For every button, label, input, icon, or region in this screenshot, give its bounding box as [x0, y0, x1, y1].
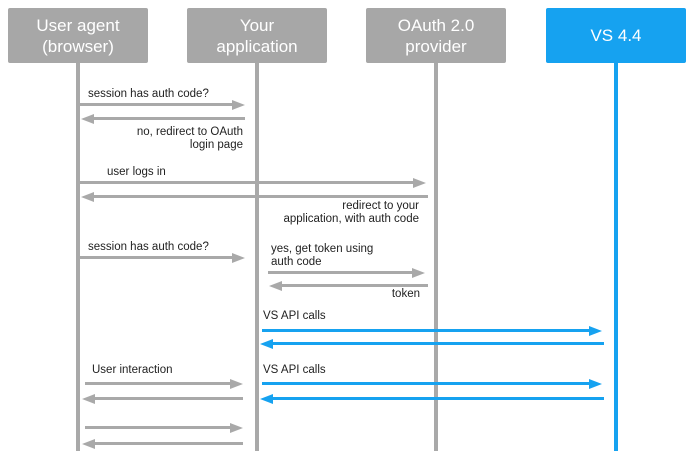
message-line-oauth-provider-to-your-application — [279, 284, 428, 287]
message-label: session has auth code? — [88, 241, 209, 253]
message-line-your-application-to-vs-44 — [262, 382, 592, 385]
message-line-your-application-to-oauth-provider — [268, 271, 415, 274]
arrowhead-icon — [81, 191, 94, 202]
arrowhead-icon — [412, 267, 425, 278]
arrowhead-icon — [82, 393, 95, 404]
message-line-vs-44-to-your-application — [270, 397, 604, 400]
message-label: VS API calls — [263, 364, 326, 376]
lifeline-your-application — [255, 63, 259, 451]
actor-label-oauth-provider: OAuth 2.0 provider — [397, 15, 475, 56]
actor-label-vs-44: VS 4.4 — [590, 26, 642, 45]
arrowhead-icon — [232, 99, 245, 110]
message-line-oauth-provider-to-user-agent — [91, 195, 428, 198]
message-label: redirect to your application, with auth … — [283, 200, 419, 225]
message-line-vs-44-to-your-application — [270, 342, 604, 345]
actor-box-user-agent: User agent (browser) — [8, 8, 148, 63]
lifeline-user-agent — [76, 63, 80, 451]
actor-label-user-agent: User agent (browser) — [36, 15, 120, 56]
arrowhead-icon — [260, 338, 273, 349]
message-line-user-agent-to-your-application — [85, 382, 233, 385]
message-line-your-application-to-user-agent — [92, 442, 243, 445]
arrowhead-icon — [260, 393, 273, 404]
message-line-user-agent-to-your-application — [80, 256, 235, 259]
message-label: no, redirect to OAuth login page — [136, 126, 243, 151]
message-label: session has auth code? — [88, 88, 209, 100]
arrowhead-icon — [82, 438, 95, 449]
message-line-your-application-to-user-agent — [92, 397, 243, 400]
arrowhead-icon — [413, 177, 426, 188]
actor-box-vs-44: VS 4.4 — [546, 8, 686, 63]
lifeline-oauth-provider — [434, 63, 438, 451]
actor-box-oauth-provider: OAuth 2.0 provider — [366, 8, 506, 63]
lifeline-vs-44 — [614, 63, 618, 451]
arrowhead-icon — [589, 325, 602, 336]
message-line-user-agent-to-your-application — [85, 426, 233, 429]
message-label: yes, get token using auth code — [271, 243, 374, 268]
arrowhead-icon — [269, 280, 282, 291]
arrowhead-icon — [589, 378, 602, 389]
message-line-your-application-to-user-agent — [91, 117, 245, 120]
message-label: token — [391, 288, 420, 300]
message-line-your-application-to-vs-44 — [262, 329, 592, 332]
arrowhead-icon — [230, 422, 243, 433]
arrowhead-icon — [230, 378, 243, 389]
message-label: VS API calls — [263, 310, 326, 322]
actor-box-your-application: Your application — [187, 8, 327, 63]
actor-label-your-application: Your application — [216, 15, 298, 56]
arrowhead-icon — [232, 252, 245, 263]
arrowhead-icon — [81, 113, 94, 124]
message-label: user logs in — [107, 166, 166, 178]
message-line-user-agent-to-your-application — [80, 103, 235, 106]
message-line-user-agent-to-oauth-provider — [80, 181, 416, 184]
message-label: User interaction — [92, 364, 173, 376]
